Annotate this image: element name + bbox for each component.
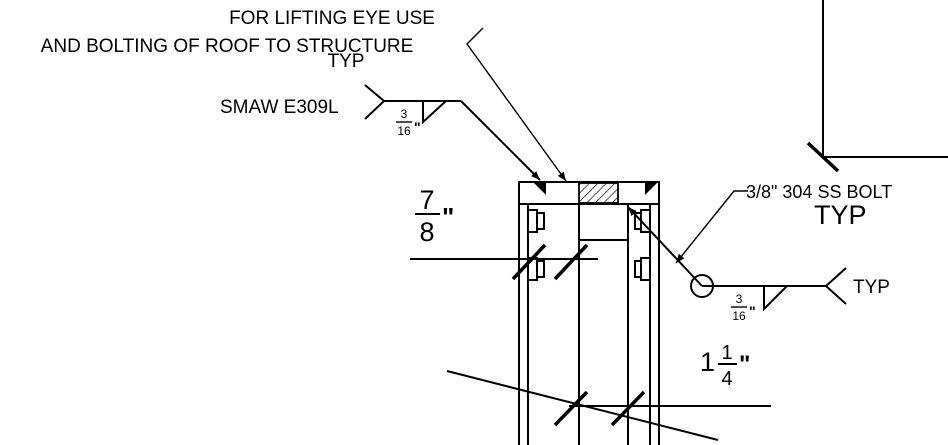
lifting-note-line1: FOR LIFTING EYE USE — [229, 8, 435, 29]
weld-top-leader — [460, 100, 541, 181]
dim-7-8-inch: " — [442, 202, 454, 232]
weld-process-label: SMAW E309L — [220, 97, 339, 118]
bolt-callout-leader — [675, 190, 748, 264]
dim-1-1-4-den: 4 — [721, 368, 732, 390]
weld-top-size-inch: " — [414, 119, 421, 135]
lifting-note-leader — [466, 27, 567, 182]
lifting-note-line3: TYP — [328, 51, 365, 72]
bolt-callout: 3/8" 304 SS BOLT TYP — [675, 182, 892, 264]
weld-right-size-inch: " — [749, 303, 756, 319]
fillet-weld-right — [645, 182, 658, 195]
dimension-one-and-quarter: 1 1 4 " — [700, 342, 750, 390]
weld-right-size-den: 16 — [732, 309, 746, 323]
weld-top-size-den: 16 — [397, 124, 411, 138]
dim-7-8-den: 8 — [419, 217, 434, 247]
dimension-seven-eighths: 7 8 " — [415, 185, 454, 247]
bolt-head-hatched — [578, 182, 619, 204]
bolt-callout-typ: TYP — [814, 200, 867, 230]
weld-symbol-top: SMAW E309L 3 16 " — [220, 84, 541, 181]
dim-1-1-4-inch: " — [739, 351, 750, 378]
weld-top-size-num: 3 — [401, 107, 408, 121]
bolted-connection-section — [410, 181, 771, 445]
structure-corner — [806, 0, 948, 173]
weld-right-size-num: 3 — [736, 292, 743, 306]
dim-7-8-num: 7 — [419, 185, 434, 215]
weld-right-typ: TYP — [853, 277, 890, 298]
lifting-eye-note: FOR LIFTING EYE USE AND BOLTING OF ROOF … — [41, 8, 567, 182]
weld-right-leader — [627, 206, 703, 287]
dim-1-1-4-num: 1 — [721, 342, 732, 364]
weld-symbol-right: TYP 3 16 " — [627, 206, 890, 323]
dim-1-1-4-whole: 1 — [700, 347, 715, 377]
bolt-callout-label: 3/8" 304 SS BOLT — [746, 182, 892, 202]
lifting-note-line2: AND BOLTING OF ROOF TO STRUCTURE — [41, 36, 414, 57]
fillet-weld-left — [533, 182, 546, 195]
